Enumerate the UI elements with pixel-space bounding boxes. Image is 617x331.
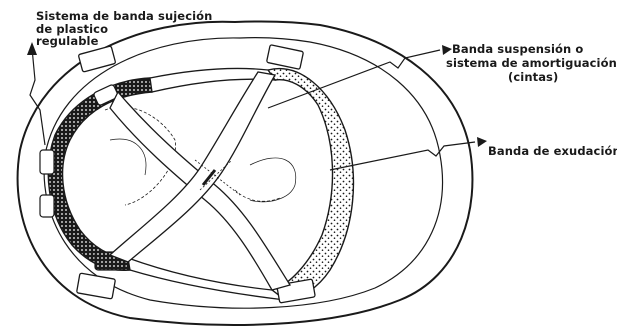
attachment-lug [267, 45, 304, 70]
leader-line-plastic-band [30, 48, 45, 145]
label-suspension-line2: sistema de amortiguación [446, 57, 617, 69]
headband-clip [40, 150, 54, 174]
leader-arrowhead [477, 137, 487, 147]
crown-contour [250, 158, 296, 202]
leader-arrowhead [442, 45, 452, 55]
label-suspension-line3: (cintas) [508, 71, 558, 83]
attachment-lug [77, 273, 116, 299]
crown-contour [110, 139, 146, 175]
label-suspension-line1: Banda suspensión o [452, 43, 583, 55]
label-sweatband: Banda de exudación [488, 145, 617, 157]
headband-clip [40, 195, 54, 217]
crown-contour [235, 190, 280, 201]
label-plastic-band-line1: Sistema de banda sujeción [36, 10, 212, 22]
label-plastic-band-line3: regulable [36, 35, 98, 47]
